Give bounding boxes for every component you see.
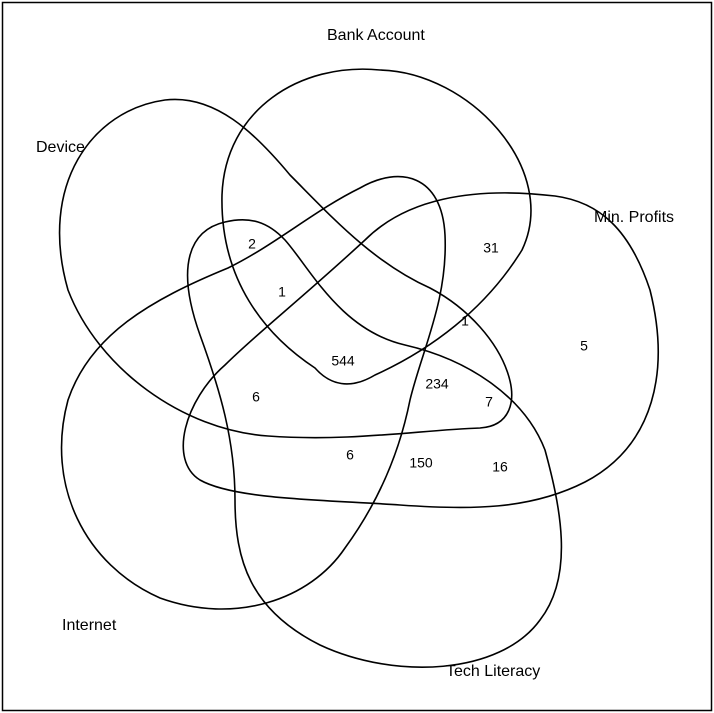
region-count: 6: [346, 447, 354, 463]
region-count: 31: [483, 240, 499, 256]
set-label-device: Device: [36, 139, 85, 156]
region-count: 6: [252, 389, 260, 405]
set-shape-tech-literacy: [186, 218, 563, 668]
set-label-tech-literacy: Tech Literacy: [446, 663, 540, 680]
set-label-internet: Internet: [62, 617, 117, 634]
set-shape-internet: [60, 175, 447, 610]
set-shape-device: [58, 98, 513, 439]
region-count: 16: [492, 459, 508, 475]
region-count: 1: [278, 284, 286, 300]
set-label-bank-account: Bank Account: [327, 27, 425, 44]
region-count: 7: [485, 394, 493, 410]
region-count: 5: [580, 338, 588, 354]
set-shape-bank-account: [221, 68, 532, 385]
set-label-min-profits: Min. Profits: [594, 209, 674, 226]
region-count: 544: [331, 353, 355, 369]
set-shape-min-profits: [182, 192, 659, 509]
region-count: 2: [248, 236, 256, 252]
region-count: 150: [409, 455, 433, 471]
region-count: 1: [461, 313, 469, 329]
region-count: 234: [425, 376, 449, 392]
